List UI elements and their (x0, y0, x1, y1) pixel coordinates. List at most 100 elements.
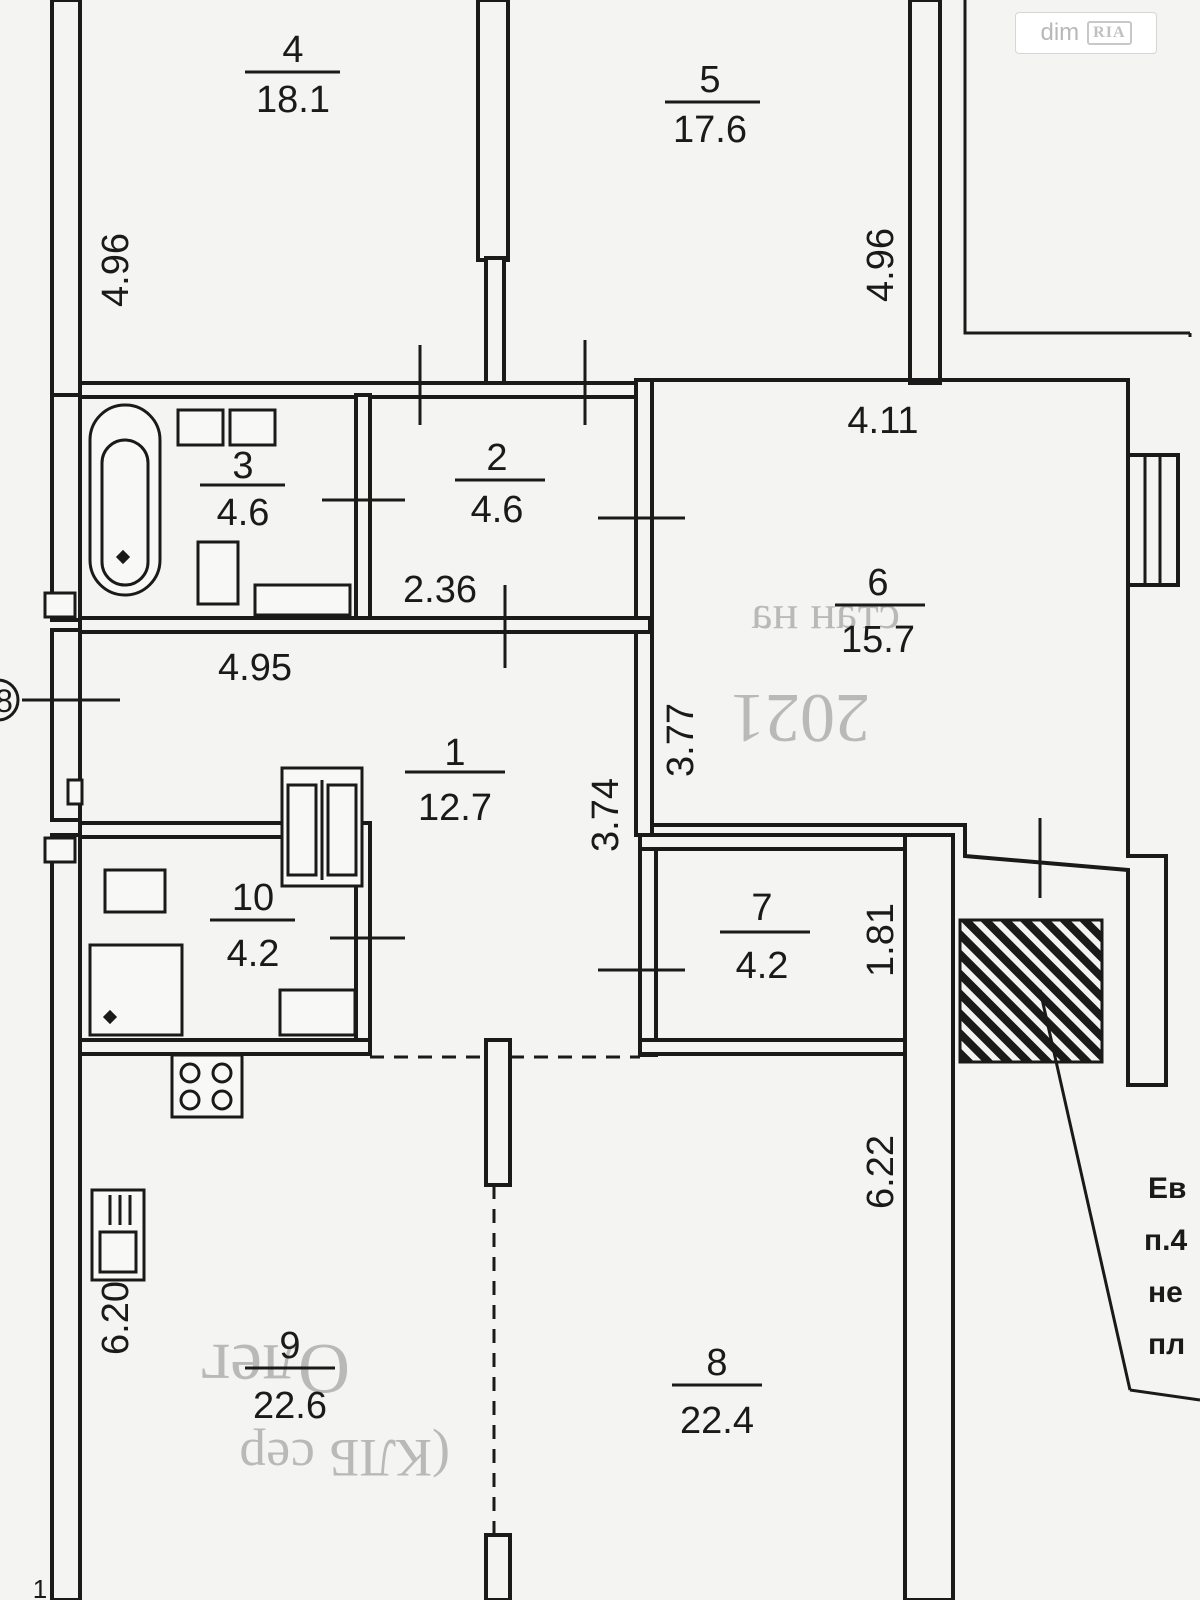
wall-room7-bottom (638, 1038, 912, 1056)
burner-icon (179, 1062, 201, 1084)
room-number: 2 (486, 437, 507, 479)
wall-bath-bottom (78, 616, 652, 634)
sink-left (176, 408, 225, 447)
room-3-label: 3 4.6 (200, 445, 285, 534)
burner-icon (211, 1062, 233, 1084)
wall-column-right (903, 833, 955, 1600)
dim-room7-height: 1.81 (860, 903, 902, 977)
note-line-4: пл (1148, 1328, 1185, 1361)
room-area: 4.2 (227, 933, 280, 975)
room-area: 4.2 (736, 945, 789, 987)
room-number: 3 (232, 445, 253, 487)
room-number: 9 (279, 1325, 300, 1367)
dim-room6-height: 3.77 (660, 703, 702, 777)
dim-room5-height: 4.96 (860, 228, 902, 302)
room-7-label: 7 4.2 (720, 887, 810, 987)
note-text: Ев п.4 не пл (1144, 1172, 1187, 1361)
wall-room10-bottom (78, 1038, 372, 1056)
room-number: 10 (232, 877, 274, 919)
wall-left-hall (50, 628, 82, 822)
door-marks (22, 340, 1042, 972)
vent-small-icon (66, 778, 84, 806)
room-9-label: 9 22.6 (245, 1325, 335, 1427)
balcony-edge-upper (963, 0, 1190, 335)
wall-4-5-lower (484, 256, 506, 385)
room-number: 1 (444, 732, 465, 774)
walls (50, 0, 1192, 1600)
burner-icon (179, 1089, 201, 1111)
watermark-text-dim: dim (1040, 19, 1080, 46)
note-line-3: не (1148, 1276, 1183, 1309)
edge-mark-bottom: 1 (33, 1574, 47, 1600)
dimension-labels: 4.96 4.96 4.11 2.36 4.95 3.77 3.74 1.81 … (95, 228, 919, 1355)
dimria-watermark: dim RIA (1015, 12, 1157, 54)
room-area: 22.4 (680, 1400, 754, 1442)
dim-room9-height: 6.20 (95, 1281, 137, 1355)
room-number: 8 (706, 1342, 727, 1384)
wall-room7-left (638, 833, 658, 1057)
dim-room1-width: 4.95 (218, 647, 292, 689)
room-area: 22.6 (253, 1385, 327, 1427)
bathtub-inner (100, 438, 150, 587)
edge-marks: 8 1 (0, 678, 47, 1600)
sink-right (228, 408, 277, 447)
wall-2-6 (634, 378, 654, 837)
kitchen-sink-bowl (98, 1230, 138, 1274)
shower-tray (88, 943, 184, 1037)
room-area: 17.6 (673, 109, 747, 151)
room-area: 18.1 (256, 79, 330, 121)
stamp-line-2: 2021 (730, 679, 870, 756)
stamp-line-1: стан на (751, 586, 900, 639)
room-1-label: 1 12.7 (405, 732, 505, 829)
dim-room4-height: 4.96 (95, 233, 137, 307)
dim-room6-width: 4.11 (847, 400, 918, 442)
wall-3-2 (354, 393, 372, 622)
wall-left-lower (50, 833, 82, 1600)
wall-left-upper (50, 0, 82, 397)
room-area: 15.7 (841, 619, 915, 661)
stamp-line-4: (КЛБ сер (239, 1428, 450, 1488)
room-10-label: 10 4.2 (210, 877, 295, 975)
room-labels: 4 18.1 5 17.6 3 4.6 2 4.6 6 15.7 1 12.7 (200, 29, 925, 1442)
room-area: 4.6 (217, 492, 270, 534)
room-number: 7 (751, 887, 772, 929)
vent-duct-icon (43, 836, 77, 864)
partition-stub-lower (484, 1533, 512, 1600)
room-5-label: 5 17.6 (665, 59, 760, 151)
wall-left-bath (50, 393, 82, 622)
watermark-logo-ria: RIA (1087, 21, 1132, 45)
room-area: 12.7 (418, 787, 492, 829)
stove (170, 1053, 244, 1119)
dim-room8-height: 6.22 (860, 1135, 902, 1209)
wall-4-5-upper (476, 0, 510, 262)
partition-stub-upper (484, 1038, 512, 1187)
vent-duct-icon (43, 591, 77, 619)
room-8-label: 8 22.4 (672, 1342, 762, 1442)
axis-marker-label: 8 (0, 683, 13, 719)
wardrobe-door-right (326, 783, 358, 877)
dim-room2-width: 2.36 (403, 569, 477, 611)
svg-text:4: 4 (282, 29, 303, 71)
background-stamp: стан на 2021 Олег (КЛБ сер (201, 586, 900, 1488)
room-2-label: 2 4.6 (455, 437, 545, 531)
fixtures (43, 403, 1200, 1402)
note-line-1: Ев (1148, 1172, 1186, 1205)
toilet (196, 540, 240, 606)
open-boundaries (370, 1055, 640, 1535)
wall-room7-top (638, 833, 912, 851)
room-4-label: 4 18.1 (245, 29, 340, 121)
wardrobe-door-left (286, 783, 318, 877)
note-line-2: п.4 (1144, 1224, 1187, 1257)
room-number: 5 (699, 59, 720, 101)
shower-drain-icon (102, 1009, 118, 1025)
room-area: 4.6 (471, 489, 524, 531)
burner-icon (211, 1089, 233, 1111)
window-room6 (1126, 453, 1180, 587)
hatched-shaft (958, 918, 1104, 1064)
note-leader (1038, 989, 1132, 1391)
note-leader-tail (1129, 1388, 1200, 1402)
sink-room10 (103, 868, 167, 914)
room-6-label: 6 15.7 (835, 562, 925, 661)
axis-marker-circle (0, 678, 20, 722)
